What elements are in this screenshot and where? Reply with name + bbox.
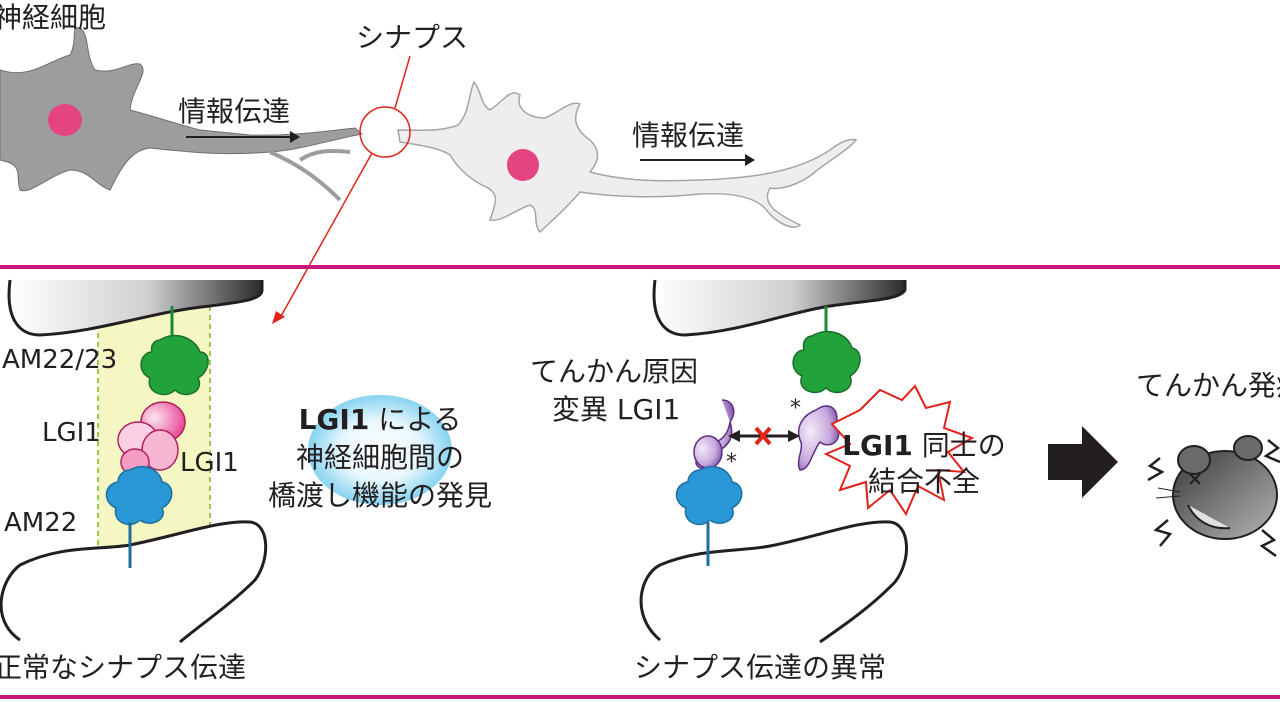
finding-line-1-rest: による (369, 403, 462, 436)
mutation-label-2: 変異 LGI1 (552, 393, 681, 426)
am22-label: AM22 (4, 508, 78, 538)
transmission-arrow-2 (640, 154, 755, 166)
synapse-label: シナプス (356, 21, 469, 54)
mutation-label-1: てんかん原因 (530, 355, 699, 388)
star-left: * (726, 450, 737, 475)
nucleus-left (48, 104, 82, 136)
burst-line-2: 結合不全 (867, 465, 980, 498)
outcome-label-clip: てんかん発症 (1136, 372, 1280, 400)
blocked-binding-arrow (728, 426, 800, 446)
star-right: * (790, 396, 801, 421)
transmission-arrow-1 (186, 131, 300, 143)
neuron-right (397, 80, 858, 234)
neuron-label: 神経細胞 (0, 1, 107, 34)
finding-bubble (308, 395, 452, 505)
outcome-arrow (1048, 426, 1118, 498)
normal-caption: 正常なシナプス伝達 (0, 651, 247, 684)
normal-synapse (0, 279, 452, 644)
am22-protein (105, 466, 173, 526)
abnormal-synapse (639, 279, 1280, 644)
burst-shape (823, 384, 975, 517)
lgi1-left-label: LGI1 (42, 418, 101, 448)
burst-line-1: LGI1 同士の (826, 432, 1022, 460)
burst-line-1-rest: 同士の (912, 429, 1006, 462)
mouse-illustration (1147, 435, 1280, 558)
transmission-label-1: 情報伝達 (178, 95, 291, 128)
finding-line-1-bold: LGI1 (298, 403, 370, 436)
presynaptic-terminal (7, 279, 264, 337)
outcome-label: てんかん発症 (1136, 372, 1280, 400)
postsynaptic-terminal-2 (639, 520, 908, 644)
abnormal-caption: シナプス伝達の異常 (634, 651, 887, 684)
finding-line-2: 神経細胞間の (295, 441, 464, 474)
neuron-left (0, 27, 364, 202)
am2223-label: AM22/23 (2, 345, 118, 375)
presynaptic-terminal-2 (652, 279, 907, 337)
am2223-protein (140, 334, 209, 396)
am22-protein-2 (675, 466, 743, 526)
lgi1-right-label: LGI1 (180, 448, 239, 478)
transmission-label-2: 情報伝達 (632, 119, 745, 152)
burst-line-1-bold: LGI1 (842, 429, 913, 462)
nucleus-right (507, 149, 539, 181)
postsynaptic-terminal (0, 520, 268, 644)
finding-line-1: LGI1 による (282, 406, 478, 434)
am2223-protein-2 (792, 330, 861, 394)
finding-line-3: 橋渡し機能の発見 (267, 479, 492, 512)
synapse-callout (272, 55, 411, 324)
